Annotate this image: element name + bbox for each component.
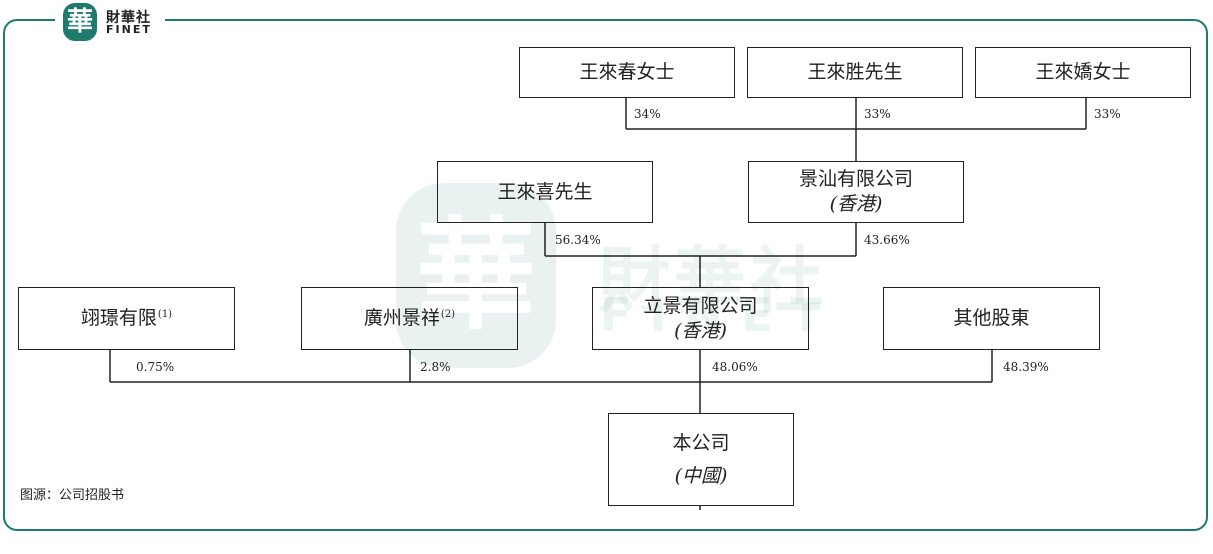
node-note: (1) <box>157 308 173 320</box>
node-label: 王來嬌女士 <box>1035 61 1131 84</box>
watermark-name-cn: 財華社 <box>598 239 827 323</box>
pct-yijing: 0.75% <box>136 360 175 374</box>
node-wang-xi: 王來喜先生 <box>437 161 653 223</box>
pct-guangzhou: 2.8% <box>420 360 451 374</box>
pct-wang-sheng: 33% <box>864 107 891 121</box>
pct-wang-jiao: 33% <box>1094 107 1121 121</box>
finet-logo-seal: 華 <box>63 3 97 41</box>
node-wang-chun: 王來春女士 <box>519 47 735 98</box>
node-sub: (香港) <box>674 319 727 342</box>
pct-jingshan: 43.66% <box>864 233 910 247</box>
finet-logo-name-cn: 財華社 <box>106 10 151 26</box>
node-label: 王來春女士 <box>579 61 675 84</box>
node-others: 其他股東 <box>883 287 1100 350</box>
pct-lijing: 48.06% <box>712 360 758 374</box>
chart-frame <box>3 19 1208 531</box>
node-label: 王來胜先生 <box>807 61 903 84</box>
node-note: (2) <box>440 308 456 320</box>
node-label: 其他股東 <box>953 307 1030 330</box>
node-sub: (中國) <box>674 464 728 487</box>
source-caption: 图源：公司招股书 <box>20 488 125 503</box>
pct-others: 48.39% <box>1003 360 1049 374</box>
node-wang-sheng: 王來胜先生 <box>747 47 963 98</box>
node-label: 王來喜先生 <box>497 180 593 203</box>
node-company: 本公司 (中國) <box>608 413 794 506</box>
node-label-wrap: 翊璟有限(1) <box>81 306 172 331</box>
pct-wang-chun: 34% <box>634 107 661 121</box>
node-lijing: 立景有限公司 (香港) <box>592 287 809 350</box>
node-wang-jiao: 王來嬌女士 <box>975 47 1191 98</box>
node-guangzhou: 廣州景祥(2) <box>301 287 518 350</box>
node-label: 本公司 <box>672 431 730 454</box>
watermark-seal: 華 <box>396 183 556 368</box>
node-sub: (香港) <box>829 193 883 215</box>
finet-logo-name-en: FINET <box>106 23 152 36</box>
watermark-name-en: FINET <box>600 288 840 342</box>
node-jingshan: 景汕有限公司 (香港) <box>748 161 964 223</box>
node-label: 立景有限公司 <box>643 294 758 317</box>
pct-wang-xi: 56.34% <box>555 233 601 247</box>
node-label: 翊璟有限 <box>80 307 157 330</box>
node-yijing: 翊璟有限(1) <box>18 287 235 350</box>
node-label-wrap: 廣州景祥(2) <box>364 306 455 331</box>
node-label: 景汕有限公司 <box>798 168 913 191</box>
node-label: 廣州景祥 <box>363 307 440 330</box>
